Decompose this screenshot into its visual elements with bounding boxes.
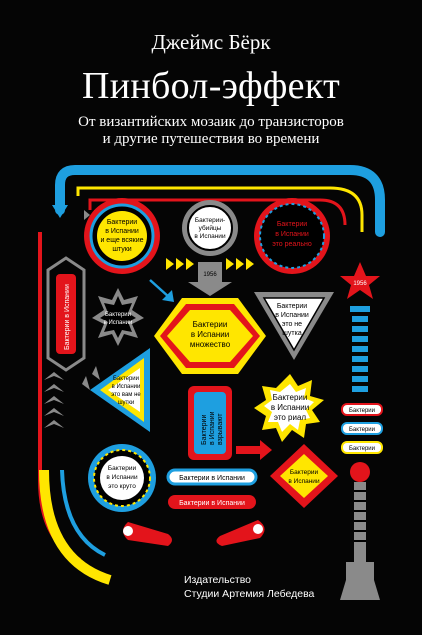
badge-starburst-yellow: Бактерии в Испании это риал [254,374,324,442]
badge-2-line-3: в Испании [194,233,226,240]
badge-1-line-4: штуки [112,246,131,253]
pill-blue-label: Бактерии в Испании [179,475,245,482]
book-title: Пинбол-эффект [81,65,340,107]
small-pill-1: Бактерии [341,403,383,416]
badge-6-line-1: Бактерии [277,303,307,310]
badge-7-line-2: в Испании [112,384,141,390]
top-blue-rail [55,165,385,237]
badge-8-line-1: Бактерии [201,415,208,445]
publisher-line-2: Студии Артемия Лебедева [184,588,315,600]
red-right-arrow-icon [236,440,272,460]
top-left-arrow-icon [52,205,68,218]
pill-red-label: Бактерии в Испании [179,500,245,507]
badge-starburst-gray: Бактерии в Испании [92,288,144,346]
badge-10-line-1: Бактерии [108,465,137,472]
badge-3-line-3: это реально [272,241,312,248]
small-pill-3-label: Бактерии [349,446,375,452]
badge-8-line-2: в Испании [209,411,216,445]
red-star-icon: 1956 [340,262,380,299]
year-label-1: 1956 [203,272,217,278]
badge-6-line-4: шутка [282,330,302,337]
badge-2-line-1: Бактерии- [195,217,225,224]
badge-11-line-1: Бактерии [290,469,319,476]
badge-circle-dark: Бактерии в Испании это реально [254,198,330,274]
badge-4-line-2: в Испании [104,320,133,326]
left-blue-arc [60,469,106,557]
flipper-right [216,520,265,546]
badge-circle-gray: Бактерии- убийцы в Испании [182,200,238,256]
badge-11-line-2: в Испании [288,478,320,485]
badge-1-line-2: в Испании [105,228,139,235]
left-gray-chevrons [44,372,64,428]
author-name: Джеймс Бёрк [151,30,271,54]
badge-2-line-2: убийцы [199,224,222,232]
down-arrow-1956: 1956 [188,262,232,296]
badge-vertical-rect: Бактерии в Испании взрывают [188,386,232,460]
subtitle-line-1: От византийских мозаик до транзисторов [78,114,344,130]
badge-7-line-1: Бактерии [113,376,139,382]
blue-diagonal-arrow-icon [149,279,174,302]
year-label-2: 1956 [353,281,367,287]
subtitle-line-2: и другие путешествия во времени [102,131,320,147]
badge-circle-blue: Бактерии в Испании это круто [88,444,156,512]
badge-9-line-1: Бактерии [273,393,308,402]
badge-3-line-1: Бактерии [277,221,307,228]
badge-diamond-red: Бактерии в Испании [270,444,338,508]
badge-5-line-2: в Испании [191,330,229,339]
badge-10-line-3: это круто [108,483,136,490]
top-red-rail [88,198,347,226]
small-pill-3: Бактерии [341,441,383,454]
publisher-line-1: Издательство [184,574,252,586]
badge-1-line-1: Бактерии [107,219,137,226]
badge-6-line-3: это не [282,321,302,328]
pill-blue: Бактерии в Испании [166,468,258,486]
badge-1-line-3: и еще всякие [100,237,143,244]
small-pill-2-label: Бактерии [349,427,375,433]
top-yellow-rail [76,186,364,232]
gray-diagonal-chevrons [82,366,100,390]
badge-triangle-blue: Бактерии в Испании это вам не шутки [90,348,150,432]
publisher: Издательство Студии Артемия Лебедева [184,573,314,601]
badge-9-line-2: в Испании [271,403,309,412]
badge-triangle-gray: Бактерии в Испании это не шутка [254,292,334,360]
small-pill-2: Бактерии [341,422,383,435]
badge-10-line-2: в Испании [106,474,138,481]
badge-3-line-2: в Испании [275,231,309,238]
badge-9-line-3: это риал [274,413,307,422]
yellow-chevrons [166,258,254,270]
plunger [340,306,380,600]
badge-6-line-2: в Испании [275,312,309,319]
badge-8-line-3: взрывают [217,413,224,445]
badge-4-line-1: Бактерии [105,312,131,318]
pill-red: Бактерии в Испании [168,495,256,509]
vertical-pill-label: Бактерии в Испании [64,284,71,350]
left-yellow-arc [39,469,112,585]
badge-7-line-4: шутки [118,400,135,406]
badge-5-line-3: множество [190,340,231,349]
flipper-left [123,522,172,546]
badge-5-line-1: Бактерии [193,320,228,329]
book-subtitle: От византийских мозаик до транзисторов и… [0,114,422,148]
small-pill-1-label: Бактерии [349,408,375,414]
badge-hexagon-red: Бактерии в Испании множество [154,298,266,374]
left-vertical-pill: Бактерии в Испании [46,256,86,372]
badge-7-line-3: это вам не [111,392,141,398]
badge-circle-red: Бактерии в Испании и еще всякие штуки [84,198,160,274]
